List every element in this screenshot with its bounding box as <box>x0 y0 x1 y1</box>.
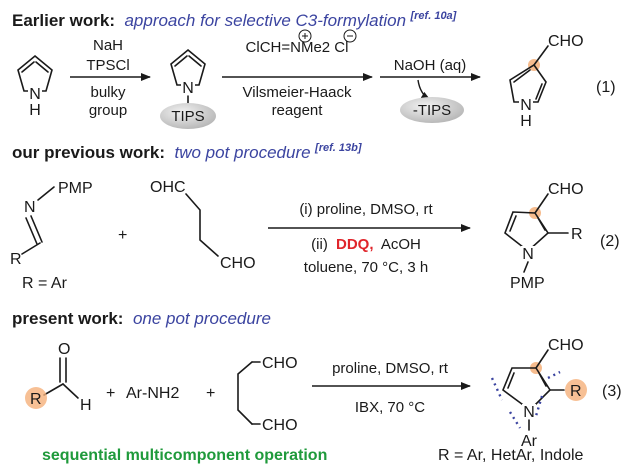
section2-title-bold: our previous work: <box>12 143 165 162</box>
product2-pmp: PMP <box>510 275 545 292</box>
imine-reactant: PMP N R R = Ar <box>10 180 93 292</box>
succ-ohc: OHC <box>150 179 186 196</box>
section1-title-italic: approach for selective C3-formylation <box>124 11 406 30</box>
3-formylpyrrole-product: CHO N H <box>509 33 584 130</box>
section2-ref: [ref. 13b] <box>314 142 362 154</box>
section1-title-bold: Earlier work: <box>12 11 115 30</box>
cond3-line2: IBX, 70 °C <box>355 399 425 416</box>
section3-title-italic: one pot procedure <box>133 309 271 328</box>
plus-sign-2: + <box>118 227 127 244</box>
product3-n: N <box>523 404 535 421</box>
cond2-ddq: DDQ, <box>336 236 374 253</box>
aniline-reactant: Ar-NH2 <box>126 385 179 402</box>
imine-r-def: R = Ar <box>22 275 68 292</box>
section1-ref: [ref. 10a] <box>409 10 456 22</box>
equation-number-1: (1) <box>596 79 616 96</box>
product3-ar: Ar <box>521 433 538 450</box>
dashed-bond-mark-right <box>547 370 561 380</box>
imine-n: N <box>24 199 36 216</box>
vilsmeier-label-1: Vilsmeier-Haack <box>243 84 352 101</box>
dashed-bond-mark-left <box>490 377 504 401</box>
r-definition-3: R = Ar, HetAr, Indole <box>438 447 584 464</box>
succinaldehyde-reactant-3: CHO CHO <box>237 355 298 434</box>
tips-label: TIPS <box>171 108 204 125</box>
cond2-line1: (i) proline, DMSO, rt <box>299 201 433 218</box>
vilsmeier-label-2: reagent <box>272 102 324 119</box>
vilsmeier-formula: ClCH=NMe2 Cl <box>246 39 349 56</box>
cond3-line1: proline, DMSO, rt <box>332 360 449 377</box>
product2-cho: CHO <box>548 181 584 198</box>
tips-blob <box>160 103 216 129</box>
pyrrole-starting-material: N H <box>17 54 53 119</box>
cond2-prefix: (ii) <box>311 236 328 253</box>
equation-number-2: (2) <box>600 233 620 250</box>
plus-sign-3b: + <box>206 385 215 402</box>
aldehyde-r: R <box>30 391 42 408</box>
n-tips-pyrrole: N TIPS <box>160 48 216 129</box>
pyrrole-h: H <box>29 102 41 119</box>
reagent-bulky: bulky <box>90 84 126 101</box>
sequential-multicomponent-label: sequential multicomponent operation <box>42 447 327 464</box>
cond2-acoh: AcOH <box>381 236 421 253</box>
product3-r-highlight <box>565 379 587 401</box>
n-tips-n: N <box>182 80 194 97</box>
pyrrole-product-3: CHO R N Ar <box>490 337 587 450</box>
succ3-cho-bottom: CHO <box>262 417 298 434</box>
minus-charge-icon <box>343 29 357 43</box>
product3-r: R <box>570 383 582 400</box>
imine-r: R <box>10 251 22 268</box>
cond2-line2: (ii) DDQ, AcOH <box>311 236 421 253</box>
product2-r: R <box>571 226 583 243</box>
cond2-line3: toluene, 70 °C, 3 h <box>304 259 428 276</box>
section2-title-italic: two pot procedure <box>174 143 310 162</box>
dashed-bond-mark-bottom-left <box>508 411 522 429</box>
base-naoh: NaOH (aq) <box>394 57 467 74</box>
aldehyde-r-highlight <box>25 387 47 409</box>
section3-title: present work: one pot procedure <box>12 309 271 328</box>
plus-charge-icon <box>298 29 312 43</box>
product1-h: H <box>520 113 532 130</box>
succinaldehyde-reactant: OHC CHO <box>150 179 256 272</box>
section1-title: Earlier work: approach for selective C3-… <box>12 10 457 30</box>
n-pmp-pyrrole-product: CHO R N PMP <box>504 181 584 292</box>
product2-n: N <box>522 246 534 263</box>
imine-pmp: PMP <box>58 180 93 197</box>
section2-title: our previous work: two pot procedure [re… <box>12 142 362 162</box>
aldehyde-reactant: O R H <box>25 341 92 414</box>
product1-n: N <box>520 97 532 114</box>
minus-tips-blob <box>400 97 464 123</box>
aldehyde-h: H <box>80 397 92 414</box>
reagent-nah: NaH <box>93 37 123 54</box>
minus-tips-label: -TIPS <box>413 102 451 119</box>
product1-cho: CHO <box>548 33 584 50</box>
product3-cho: CHO <box>548 337 584 354</box>
plus-sign-3a: + <box>106 385 115 402</box>
succ3-cho-top: CHO <box>262 355 298 372</box>
section3-title-bold: present work: <box>12 309 123 328</box>
pyrrole-n: N <box>29 86 41 103</box>
reagent-group: group <box>89 102 127 119</box>
aldehyde-o: O <box>58 341 70 358</box>
reagent-tpscl: TPSCl <box>86 57 129 74</box>
succ-cho: CHO <box>220 255 256 272</box>
equation-number-3: (3) <box>602 383 622 400</box>
